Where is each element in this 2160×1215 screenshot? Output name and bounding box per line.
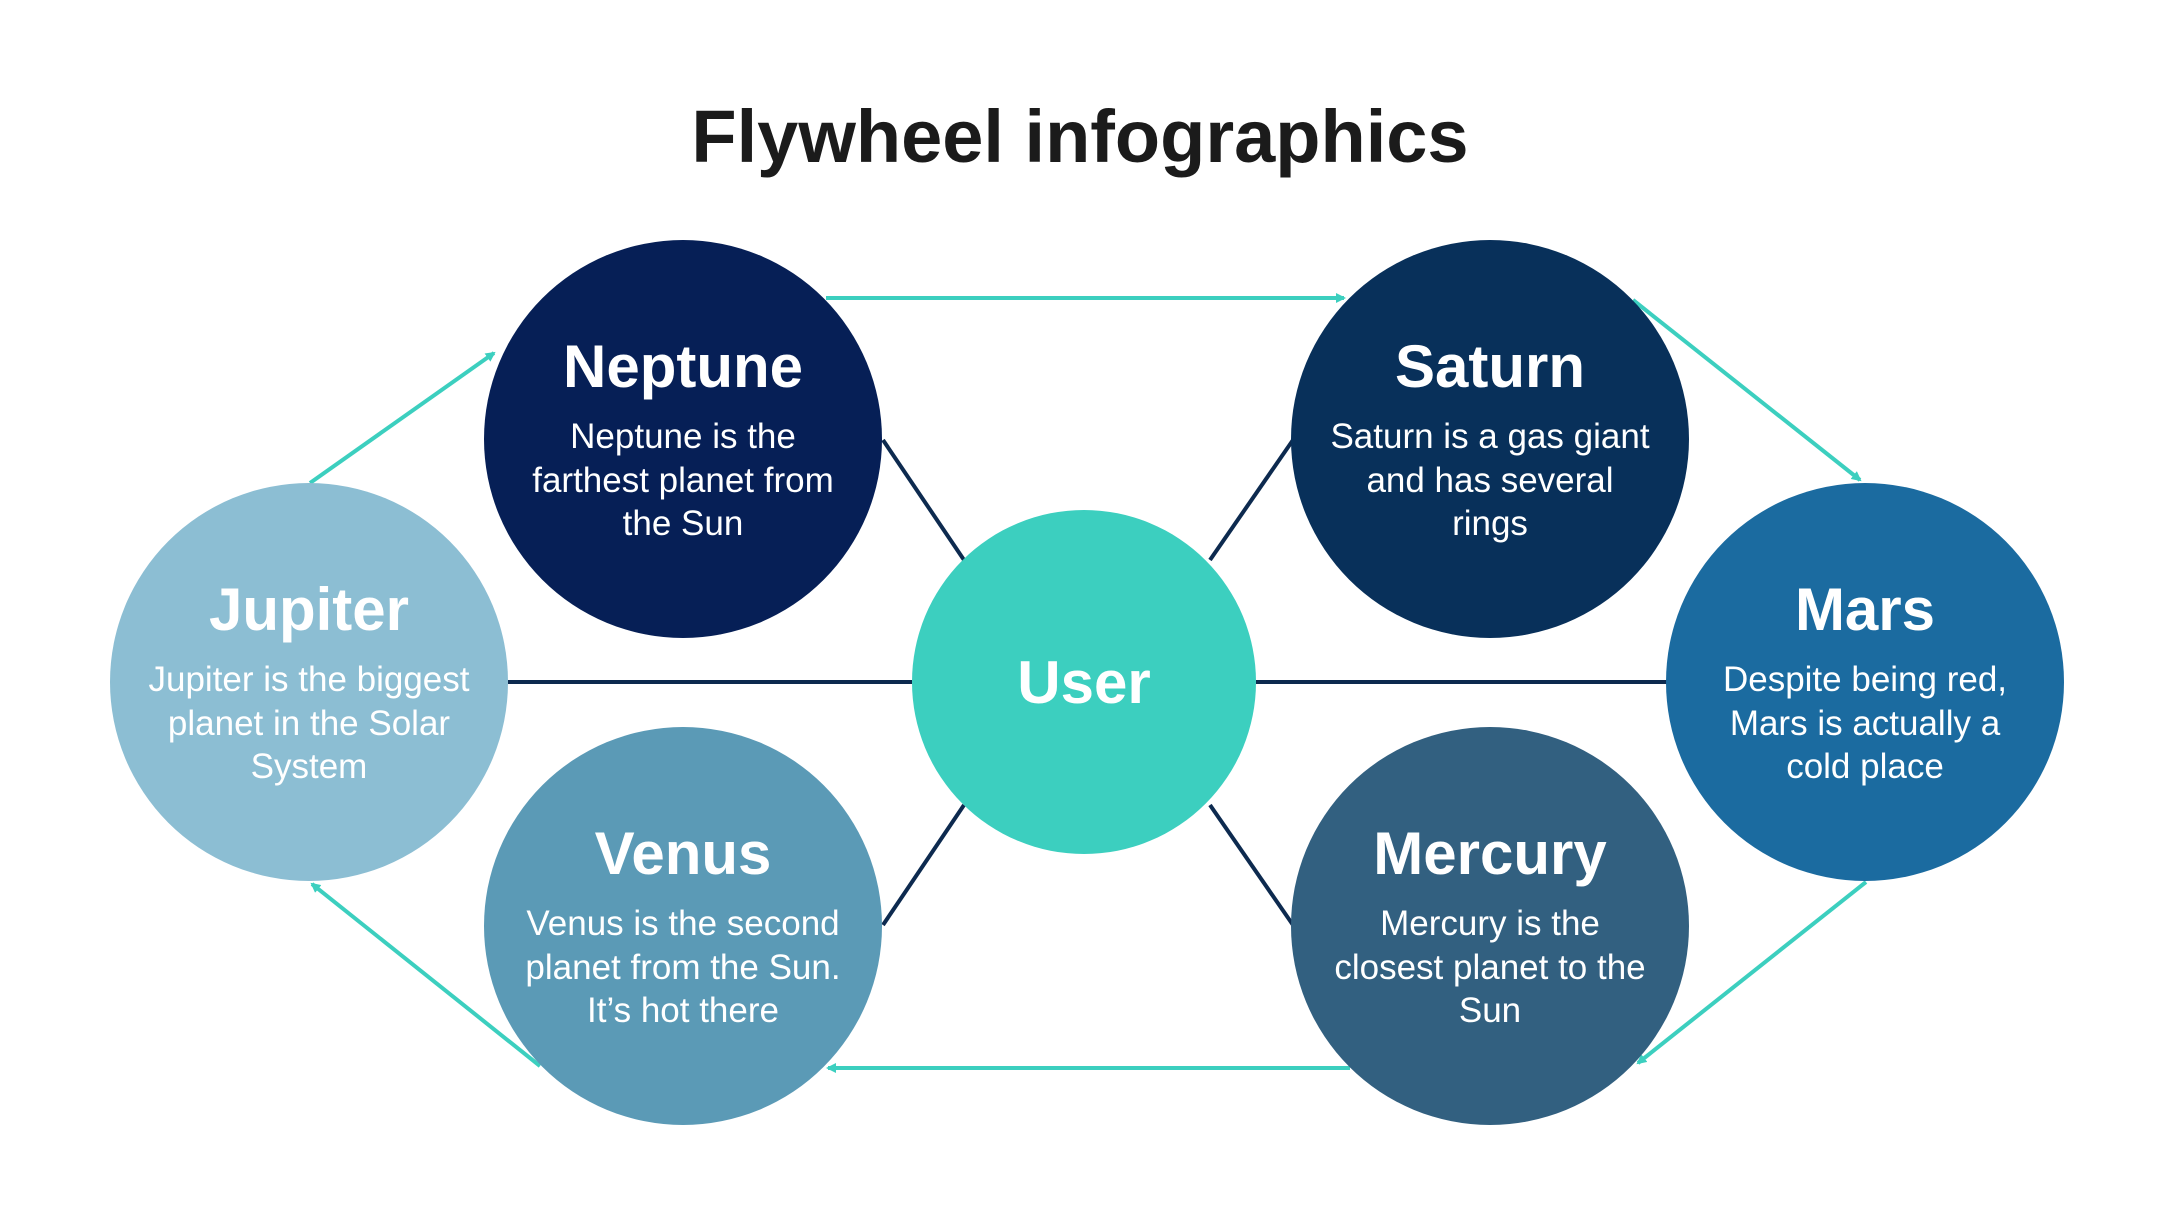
node-jupiter-description: Jupiter is the biggest planet in the Sol… <box>148 659 470 787</box>
arrow-saturn-to-mars <box>1631 298 1862 482</box>
arrow-mars-to-mercury <box>1636 880 1868 1065</box>
node-mars: Mars Despite being red, Mars is actually… <box>1666 483 2064 881</box>
page-title: Flywheel infographics <box>691 95 1469 178</box>
spoke-venus <box>881 803 966 927</box>
center-node-label: User <box>1017 648 1151 716</box>
node-saturn-title: Saturn <box>1394 332 1586 400</box>
spoke-lines <box>508 438 1670 927</box>
arrow-jupiter-to-neptune <box>308 351 496 485</box>
node-neptune: Neptune Neptune is the farthest planet f… <box>484 240 882 638</box>
node-mercury-description: Mercury is the closest planet to the Sun <box>1334 903 1646 1031</box>
node-neptune-description: Neptune is the farthest planet from the … <box>532 416 834 544</box>
node-venus-title: Venus <box>594 819 772 887</box>
spoke-neptune <box>881 438 966 562</box>
spoke-mercury <box>1208 803 1295 927</box>
center-node-user: User <box>912 510 1256 854</box>
node-neptune-title: Neptune <box>563 332 803 400</box>
node-mars-description: Despite being red, Mars is actually a co… <box>1722 659 2008 787</box>
node-mercury: Mercury Mercury is the closest planet to… <box>1291 727 1689 1125</box>
node-saturn: Saturn Saturn is a gas giant and has sev… <box>1291 240 1689 638</box>
node-jupiter-title: Jupiter <box>208 575 410 643</box>
node-jupiter: Jupiter Jupiter is the biggest planet in… <box>110 483 508 881</box>
arrow-venus-to-jupiter <box>310 882 542 1068</box>
node-venus-description: Venus is the second planet from the Sun.… <box>525 903 841 1031</box>
node-mercury-title: Mercury <box>1373 819 1607 887</box>
node-venus: Venus Venus is the second planet from th… <box>484 727 882 1125</box>
node-mars-title: Mars <box>1794 575 1936 643</box>
cycle-arrows <box>308 293 1868 1073</box>
node-saturn-description: Saturn is a gas giant and has several ri… <box>1330 416 1650 544</box>
spoke-saturn <box>1208 438 1295 562</box>
